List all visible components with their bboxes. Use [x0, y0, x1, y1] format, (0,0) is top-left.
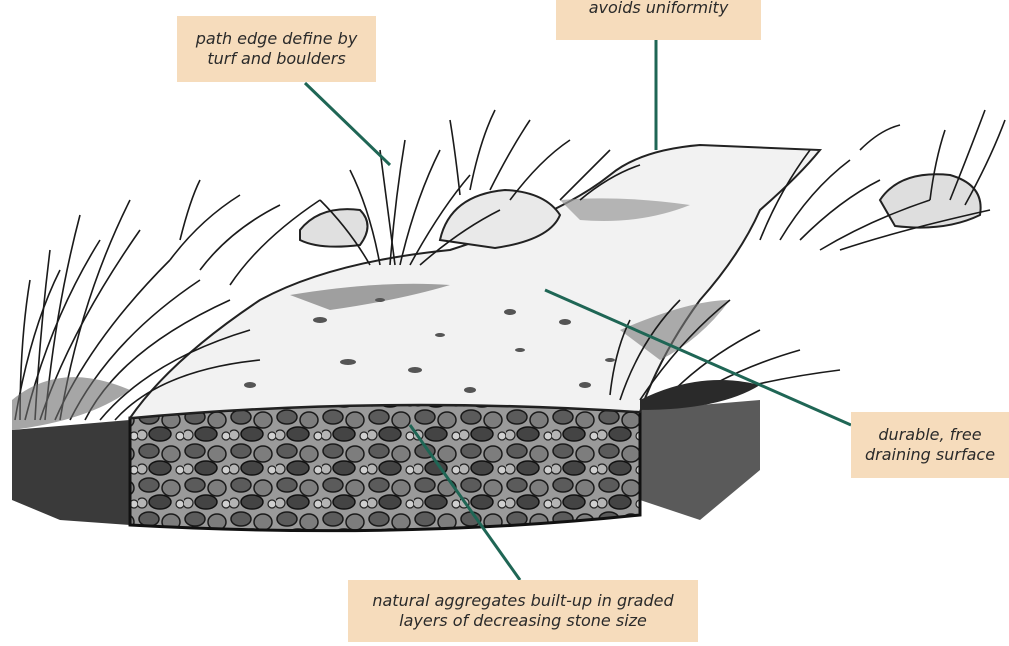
- label-aggregates: natural aggregates built-up in graded la…: [348, 580, 698, 642]
- label-durable-line-2: draining surface: [865, 445, 995, 465]
- label-durable-surface: durable, free draining surface: [851, 412, 1009, 478]
- label-uniformity: avoids uniformity: [556, 0, 761, 40]
- ground-left: [12, 420, 130, 525]
- ground-right: [640, 400, 760, 520]
- label-aggregates-line-1: natural aggregates built-up in graded: [372, 591, 673, 611]
- label-path-edge-line-1: path edge define by: [196, 29, 358, 49]
- label-aggregates-line-2: layers of decreasing stone size: [399, 611, 647, 631]
- label-path-edge: path edge define by turf and boulders: [177, 16, 376, 82]
- aggregate-layer: [130, 405, 640, 531]
- label-path-edge-line-2: turf and boulders: [207, 49, 345, 69]
- boulder-right: [880, 174, 981, 227]
- label-durable-line-1: durable, free: [878, 425, 981, 445]
- path-surface: [130, 145, 820, 418]
- leader-line-path-edge: [305, 83, 390, 165]
- label-uniformity-line-1: avoids uniformity: [589, 0, 729, 18]
